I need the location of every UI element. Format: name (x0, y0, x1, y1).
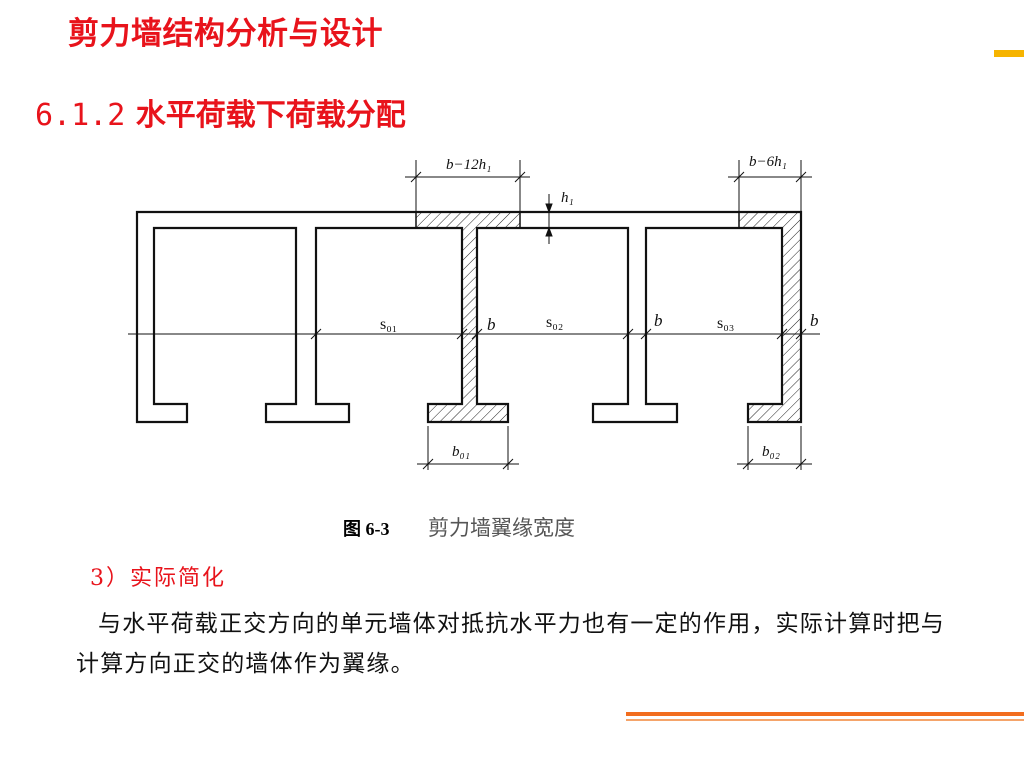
wall-b-label-3: b (810, 311, 819, 330)
hatch-center-wall (462, 228, 477, 404)
dim-h1 (540, 194, 560, 244)
section-number: 6.1.2 (35, 98, 126, 133)
wall-b-label-2: b (654, 311, 663, 330)
shear-wall-flange-diagram: b−12h₁ b−6h₁ h₁ s₀₁ b s₀₂ b s₀₃ b (128, 154, 820, 470)
slide-title: 剪力墙结构分析与设计 (68, 16, 383, 52)
span-s01-label: s₀₁ (380, 316, 397, 333)
body-paragraph: 与水平荷载正交方向的单元墙体对抵抗水平力也有一定的作用，实际计算时把与计算方向正… (76, 611, 945, 677)
figure-caption: 图 6-3 剪力墙翼缘宽度 (343, 512, 575, 542)
dim-top-right-label: b−6h₁ (749, 154, 787, 170)
section-title: 水平荷载下荷载分配 (135, 98, 406, 133)
span-s02-label: s₀₂ (546, 314, 563, 331)
hatch-top-left-flange (416, 212, 520, 228)
subheading-actual-simplification: 3）实际简化 (90, 566, 226, 591)
hatch-center-foot (428, 404, 508, 422)
footer-rule-primary (626, 712, 1024, 716)
dim-h1-label: h₁ (561, 190, 574, 206)
hatched-flange-zones (416, 212, 801, 422)
corner-accent-bar (994, 50, 1024, 57)
figure-caption-label: 图 6-3 (343, 519, 390, 539)
hatch-top-right-flange (739, 212, 801, 228)
dim-top-right (728, 160, 812, 212)
span-dimension-line (128, 328, 820, 340)
wall-b-label-1: b (487, 315, 496, 334)
dim-b02 (737, 426, 812, 470)
wall-outline (135, 210, 803, 424)
footer-rule-secondary (626, 719, 1024, 721)
dim-b01 (417, 426, 519, 470)
hatch-right-wall (782, 228, 801, 404)
figure-caption-text: 剪力墙翼缘宽度 (428, 516, 575, 540)
dim-b02-label: b₀₂ (762, 444, 780, 460)
dim-top-left-label: b−12h₁ (446, 157, 491, 173)
span-s03-label: s₀₃ (717, 315, 734, 332)
dim-b01-label: b₀₁ (452, 444, 470, 460)
hatch-right-foot (748, 404, 801, 422)
dim-top-left (405, 160, 530, 212)
section-heading: 6.1.2 水平荷载下荷载分配 (35, 90, 406, 134)
